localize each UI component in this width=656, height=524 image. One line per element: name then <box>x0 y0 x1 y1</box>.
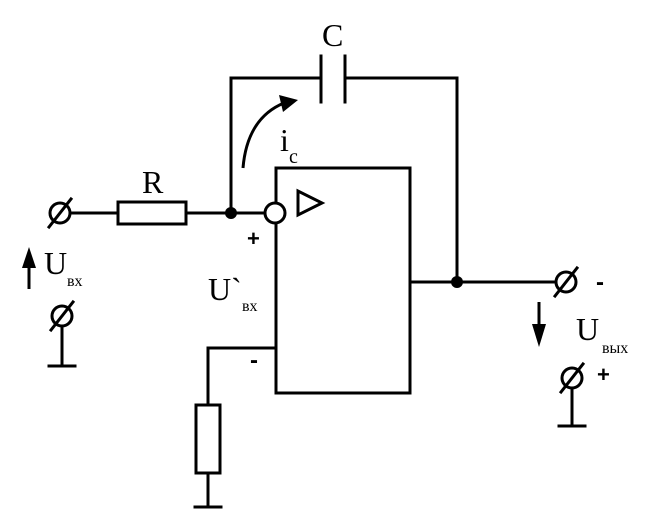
output-terminal <box>552 265 580 299</box>
input-voltage-subscript: вх <box>67 273 83 290</box>
noninverting-sign: + <box>247 226 260 251</box>
resistor-label: R <box>142 164 164 200</box>
output-ground-terminal <box>557 361 587 428</box>
capacitor-C <box>319 54 347 104</box>
inverting-input-wire <box>193 346 278 509</box>
feedback-wire <box>229 76 459 284</box>
input-terminal <box>46 196 74 230</box>
diff-voltage-label: U` <box>208 271 242 307</box>
ground-resistor <box>194 403 222 475</box>
input-ground-terminal <box>47 299 77 368</box>
opamp-body <box>274 166 412 395</box>
input-voltage-label: U <box>44 245 67 281</box>
inverting-sign: - <box>250 347 258 374</box>
current-label: i <box>280 122 289 158</box>
noninverting-input-circle <box>263 201 287 225</box>
resistor-R <box>116 200 188 226</box>
opamp-triangle-icon <box>296 188 326 218</box>
output-plus-sign: + <box>597 362 610 387</box>
diff-voltage-subscript: вх <box>242 298 258 315</box>
current-subscript: c <box>289 146 298 168</box>
output-voltage-subscript: вых <box>602 340 628 357</box>
capacitor-label: C <box>322 17 343 53</box>
input-voltage-arrow-icon <box>22 247 36 289</box>
output-voltage-arrow-icon <box>532 302 546 347</box>
output-voltage-label: U <box>576 311 599 347</box>
output-minus-sign: - <box>596 269 604 296</box>
current-arrow-icon <box>241 95 298 169</box>
junction-node-input <box>225 207 237 219</box>
